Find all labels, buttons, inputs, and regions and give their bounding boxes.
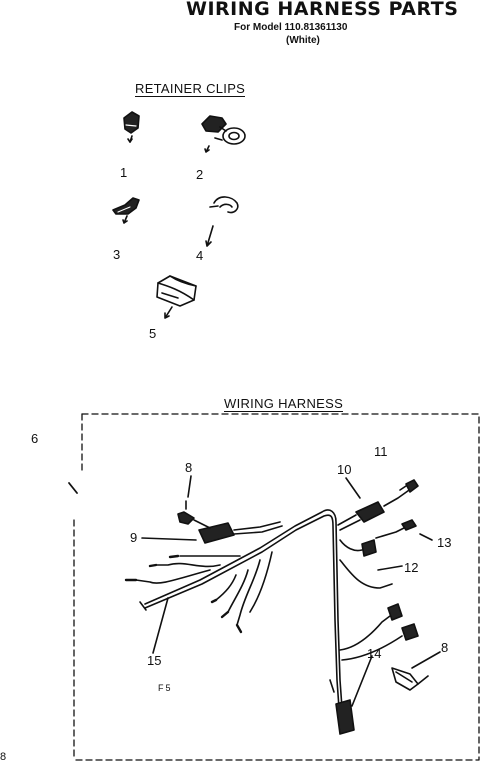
figure-code: F5: [158, 683, 173, 693]
part-label-11: 11: [374, 444, 388, 459]
leader-6: [68, 482, 78, 494]
part-label-13: 13: [437, 535, 452, 550]
part-label-15: 15: [147, 653, 162, 668]
part-label-2: 2: [196, 167, 204, 182]
part-label-8-top: 8: [185, 460, 193, 475]
part-label-14: 14: [367, 646, 382, 661]
retainer-clips-heading: RETAINER CLIPS: [135, 81, 246, 97]
retainer-clip-1: [123, 111, 140, 143]
harness-boundary: [73, 413, 480, 761]
part-label-10: 10: [337, 462, 352, 477]
wiring-harness-6: [124, 475, 441, 735]
part-label-3: 3: [113, 247, 121, 262]
retainer-clip-4: [205, 196, 239, 247]
part-label-6: 6: [31, 431, 39, 446]
part-label-1: 1: [120, 165, 128, 180]
part-label-8-bottom: 8: [441, 640, 449, 655]
part-label-4: 4: [196, 248, 204, 263]
wiring-harness-heading: WIRING HARNESS: [224, 396, 344, 412]
model-number: For Model 110.81361130: [234, 22, 348, 33]
page-title: WIRING HARNESS PARTS: [186, 0, 459, 20]
retainer-clip-3: [112, 197, 140, 224]
model-color: (White): [286, 35, 320, 46]
part-label-9: 9: [130, 530, 138, 545]
part-label-12: 12: [404, 560, 419, 575]
corner-mark: 8: [0, 751, 7, 763]
retainer-clip-2: [201, 115, 246, 153]
part-label-5: 5: [149, 326, 157, 341]
retainer-clip-5: [156, 275, 197, 319]
